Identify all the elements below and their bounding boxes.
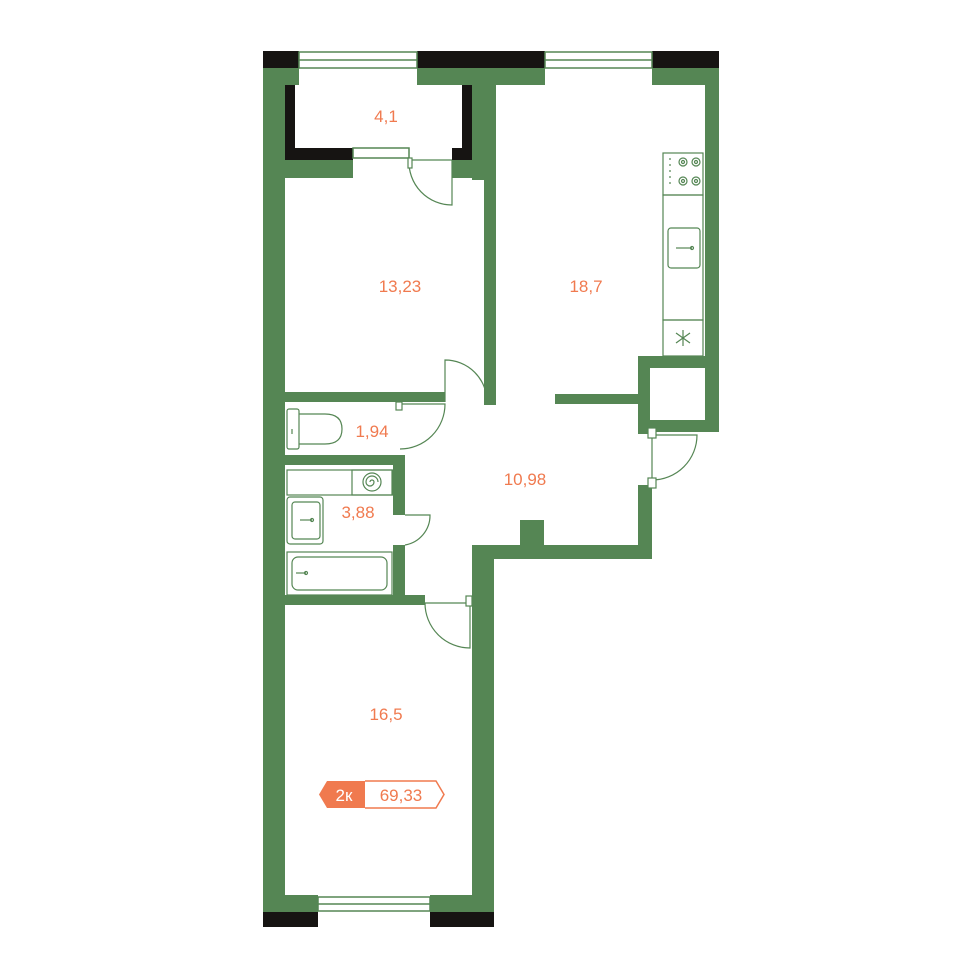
apartment-type: 2к xyxy=(336,786,353,805)
room-area-toilet: 1,94 xyxy=(355,422,388,441)
apartment-total-area: 69,33 xyxy=(380,786,423,805)
door-icon xyxy=(395,157,698,649)
room-area-room: 16,5 xyxy=(369,705,402,724)
kitchen-sink-icon xyxy=(662,194,704,321)
stove-icon xyxy=(662,152,704,196)
dark-walls xyxy=(263,51,719,927)
toilet-icon xyxy=(286,408,343,450)
bathtub-icon xyxy=(286,551,393,596)
room-area-balcony: 4,1 xyxy=(374,107,398,126)
fridge-icon xyxy=(662,319,704,357)
room-area-kitchen-living: 18,7 xyxy=(569,277,602,296)
room-area-hall: 10,98 xyxy=(504,470,547,489)
room-labels: 4,1 13,23 18,7 1,94 10,98 3,88 16,5 xyxy=(341,107,602,724)
boiler-icon xyxy=(286,469,394,496)
room-area-bathroom: 3,88 xyxy=(341,503,374,522)
room-area-bedroom: 13,23 xyxy=(379,277,422,296)
window-icon xyxy=(298,51,653,912)
washbasin-icon xyxy=(286,496,324,545)
apartment-badge: 2к 69,33 xyxy=(319,780,445,809)
